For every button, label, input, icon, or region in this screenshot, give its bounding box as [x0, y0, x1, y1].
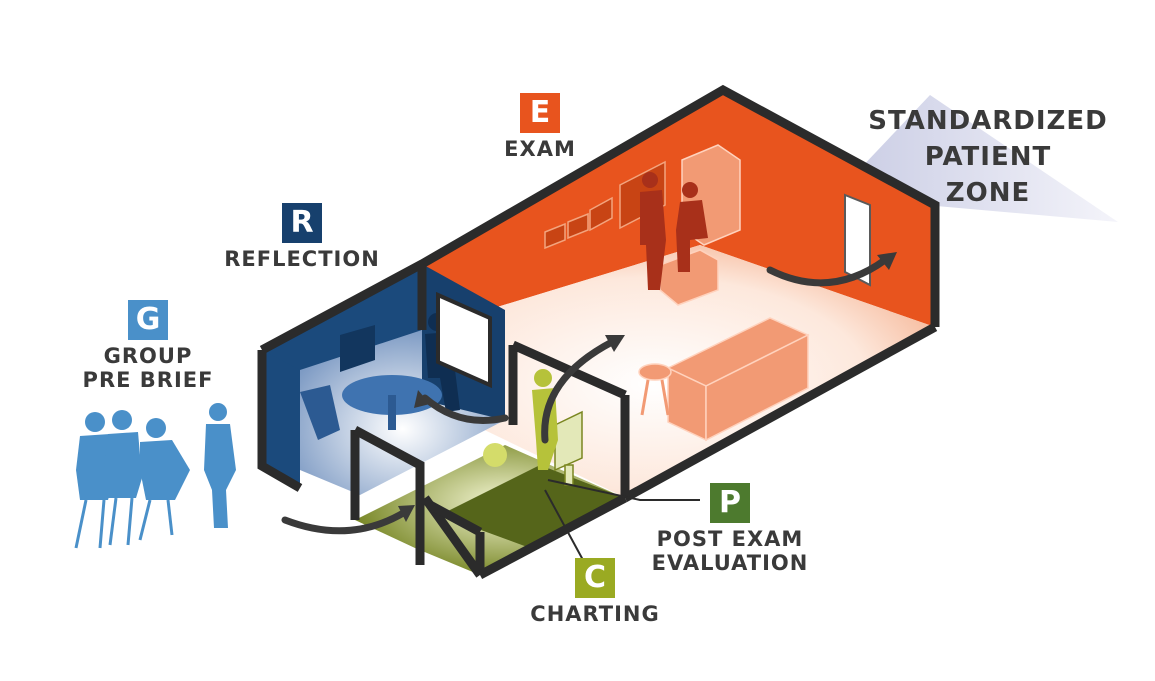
exam-label: EXAM: [504, 137, 576, 161]
exam-zone-label: E EXAM: [480, 93, 600, 161]
charting-zone-label: C CHARTING: [525, 558, 665, 626]
exam-figures: [640, 172, 708, 290]
post-exam-leader: [547, 479, 700, 501]
group-badge: G: [128, 300, 168, 340]
post-exam-zone-label: P POST EXAM EVALUATION: [650, 483, 810, 575]
exam-chair: [659, 144, 741, 306]
group-zone-label: G GROUP PRE BRIEF: [78, 300, 218, 392]
group-silhouettes: [74, 403, 236, 549]
reflection-badge: R: [282, 203, 322, 243]
charting-badge: C: [575, 558, 615, 598]
post-exam-label-line1: POST EXAM: [656, 527, 804, 551]
spz-line3: ZONE: [945, 178, 1031, 208]
charting-leader: [544, 489, 584, 561]
spz-line2: PATIENT: [924, 142, 1052, 172]
post-exam-badge: P: [710, 483, 750, 523]
reflection-label: REFLECTION: [224, 247, 380, 271]
exam-door: [844, 193, 871, 287]
post-exam-label-line2: EVALUATION: [651, 551, 809, 575]
reflection-zone-label: R REFLECTION: [222, 203, 382, 271]
reflection-left-wall: [262, 350, 300, 488]
exam-badge: E: [520, 93, 560, 133]
spz-line1: STANDARDIZED: [868, 106, 1108, 136]
flow-arrows: [281, 256, 889, 535]
standardized-patient-zone-label: STANDARDIZED PATIENT ZONE: [868, 103, 1108, 211]
computer-monitor: [554, 410, 583, 486]
exam-table: [638, 317, 810, 442]
group-label-line1: GROUP: [103, 344, 193, 368]
charting-label: CHARTING: [530, 602, 660, 626]
group-label-line2: PRE BRIEF: [82, 368, 214, 392]
exam-back-wall: [422, 90, 935, 330]
